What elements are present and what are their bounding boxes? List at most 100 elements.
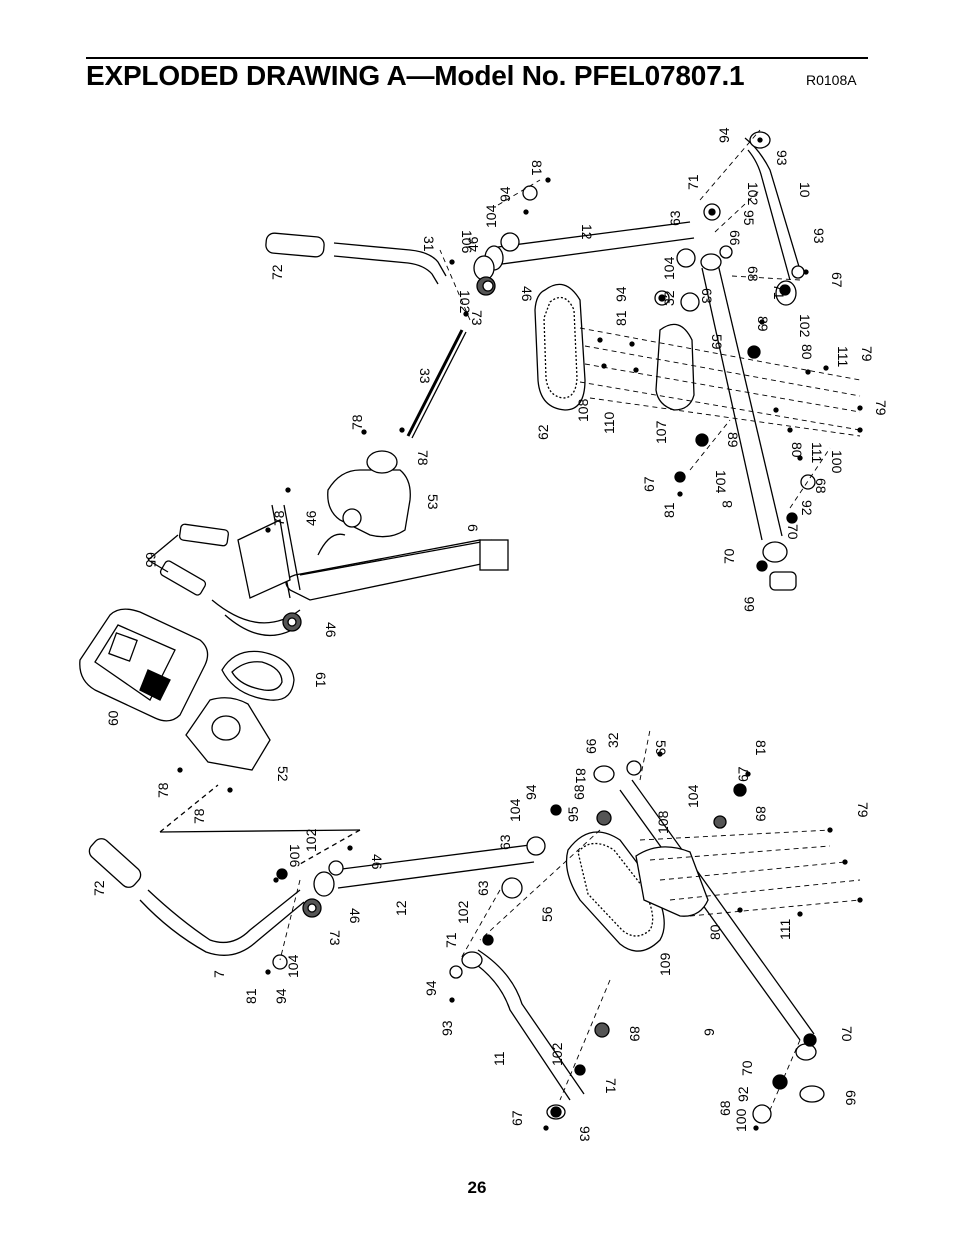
page-number: 26 xyxy=(467,1178,487,1197)
callout: 63 xyxy=(475,880,491,896)
callout: 89 xyxy=(753,806,769,822)
callout: 56 xyxy=(539,906,555,922)
callout: 94 xyxy=(523,784,539,800)
callout: 110 xyxy=(601,411,617,434)
callout: 52 xyxy=(275,766,291,782)
upper-bearings xyxy=(522,185,816,572)
callout: 53 xyxy=(425,494,441,510)
callouts-lower: 66 32 59 68 95 94 81 104 63 46 102 106 7… xyxy=(91,732,871,1142)
callout: 78 xyxy=(271,510,287,526)
callout: 63 xyxy=(497,834,513,850)
callout: 104 xyxy=(483,204,499,228)
callout: 68 xyxy=(813,478,829,494)
screws xyxy=(177,137,863,1131)
callout: 71 xyxy=(685,174,701,190)
callout: 6 xyxy=(465,524,481,532)
lower-pedal-56 xyxy=(565,831,665,952)
callout: 46 xyxy=(519,286,535,302)
callout: 81 xyxy=(661,502,677,518)
upper-plate-107 xyxy=(655,323,695,411)
callout: 32 xyxy=(605,732,621,748)
callout: 63 xyxy=(699,288,715,304)
callout: 78 xyxy=(415,450,431,466)
callout: 7 xyxy=(211,970,227,978)
callout: 70 xyxy=(839,1026,855,1042)
callout: 89 xyxy=(755,316,771,332)
callout: 81 xyxy=(613,310,629,326)
drawing-parts xyxy=(79,129,863,1131)
header-rule xyxy=(86,57,868,59)
upper-cover-52 xyxy=(159,697,361,865)
callout: 11 xyxy=(491,1051,507,1066)
callout: 79 xyxy=(859,346,875,362)
callout: 102 xyxy=(303,828,319,852)
upper-rod-33 xyxy=(406,329,467,439)
lower-arm-11 xyxy=(461,949,585,1120)
callout: 89 xyxy=(725,432,741,448)
callout: 81 xyxy=(243,988,259,1004)
callout: 102 xyxy=(797,314,813,338)
upper-grips-65 xyxy=(147,523,230,596)
callout: 94 xyxy=(497,186,513,202)
callout: 94 xyxy=(273,988,289,1004)
callout: 104 xyxy=(685,784,701,808)
callout: 61 xyxy=(313,672,329,688)
callout: 106 xyxy=(287,844,303,868)
callout: 71 xyxy=(771,284,787,300)
upper-shroud-53 xyxy=(327,450,411,538)
lower-dashed-lines xyxy=(279,729,861,1111)
callout: 93 xyxy=(811,228,827,244)
callout: 66 xyxy=(583,738,599,754)
callout: 33 xyxy=(417,368,433,384)
callout: 95 xyxy=(565,806,581,822)
callout: 63 xyxy=(667,210,683,226)
callout: 93 xyxy=(439,1020,455,1036)
upper-handlebar xyxy=(265,232,447,285)
upper-tube-12 xyxy=(473,221,695,296)
callout: 46 xyxy=(303,510,319,526)
callout: 66 xyxy=(727,230,743,246)
page-title: EXPLODED DRAWING A—Model No. PFEL07807.1 xyxy=(86,60,745,91)
callout: 73 xyxy=(327,930,343,946)
callout: 109 xyxy=(657,952,673,976)
callout: 67 xyxy=(829,272,845,288)
upper-rail-8 xyxy=(700,253,797,591)
callout: 102 xyxy=(457,290,473,314)
callout: 62 xyxy=(535,424,551,440)
callout: 100 xyxy=(829,450,845,474)
callout: 104 xyxy=(285,954,301,978)
upper-cover-61 xyxy=(221,650,295,701)
callout: 72 xyxy=(91,880,107,896)
callout: 70 xyxy=(721,548,737,564)
callout: 81 xyxy=(573,768,589,784)
callout: 68 xyxy=(571,784,587,800)
lower-rail-9 xyxy=(593,765,825,1103)
callout: 93 xyxy=(774,150,790,166)
callout: 72 xyxy=(269,264,285,280)
upper-console-60 xyxy=(79,608,209,722)
callout: 95 xyxy=(741,210,757,226)
callout: 102 xyxy=(745,182,761,206)
callout: 104 xyxy=(661,256,677,280)
lower-bearings xyxy=(272,760,817,1124)
callout: 65 xyxy=(143,552,159,568)
callout: 78 xyxy=(349,414,365,430)
callout: 104 xyxy=(507,798,523,822)
callout: 111 xyxy=(809,442,825,463)
callout: 80 xyxy=(799,344,815,360)
lower-tube-12 xyxy=(302,836,546,918)
callout: 80 xyxy=(707,924,723,940)
callout: 106 xyxy=(459,230,475,254)
lower-plate-108 xyxy=(635,846,709,917)
callout: 60 xyxy=(105,710,121,726)
callout: 70 xyxy=(785,524,801,540)
callout: 79 xyxy=(855,802,871,818)
callout: 12 xyxy=(393,900,409,916)
callout: 32 xyxy=(661,290,677,306)
callout: 68 xyxy=(745,266,761,282)
callout: 67 xyxy=(641,476,657,492)
callout: 79 xyxy=(873,400,889,416)
upper-upright-6 xyxy=(271,504,509,601)
callout: 46 xyxy=(323,622,339,638)
